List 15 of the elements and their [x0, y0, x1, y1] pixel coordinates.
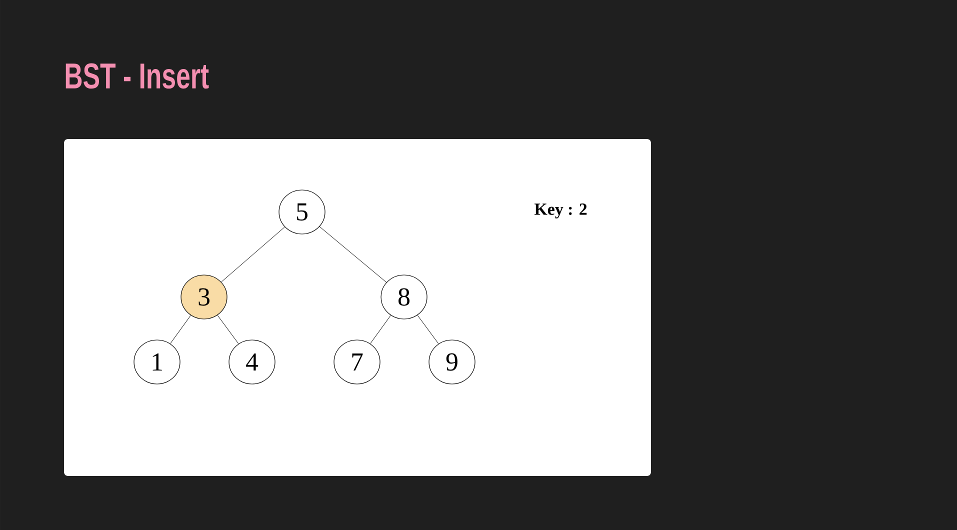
key-label: Key : 2 — [534, 204, 587, 218]
title: BST - Insert — [66, 63, 209, 89]
tree-edge — [170, 315, 191, 344]
tree-node: 8 — [380, 274, 428, 320]
tree-edge — [370, 315, 391, 344]
tree-edge — [417, 314, 439, 344]
tree-node: 1 — [134, 340, 180, 384]
tree-node: 9 — [428, 340, 476, 384]
tree-node: 7 — [334, 340, 380, 384]
tree-node: 4 — [228, 340, 276, 384]
tree-edge — [217, 314, 239, 344]
tree-edge — [319, 226, 387, 283]
tree-edge — [221, 226, 285, 282]
tree-node: 3 — [180, 274, 228, 320]
tree-node: 5 — [278, 190, 326, 234]
